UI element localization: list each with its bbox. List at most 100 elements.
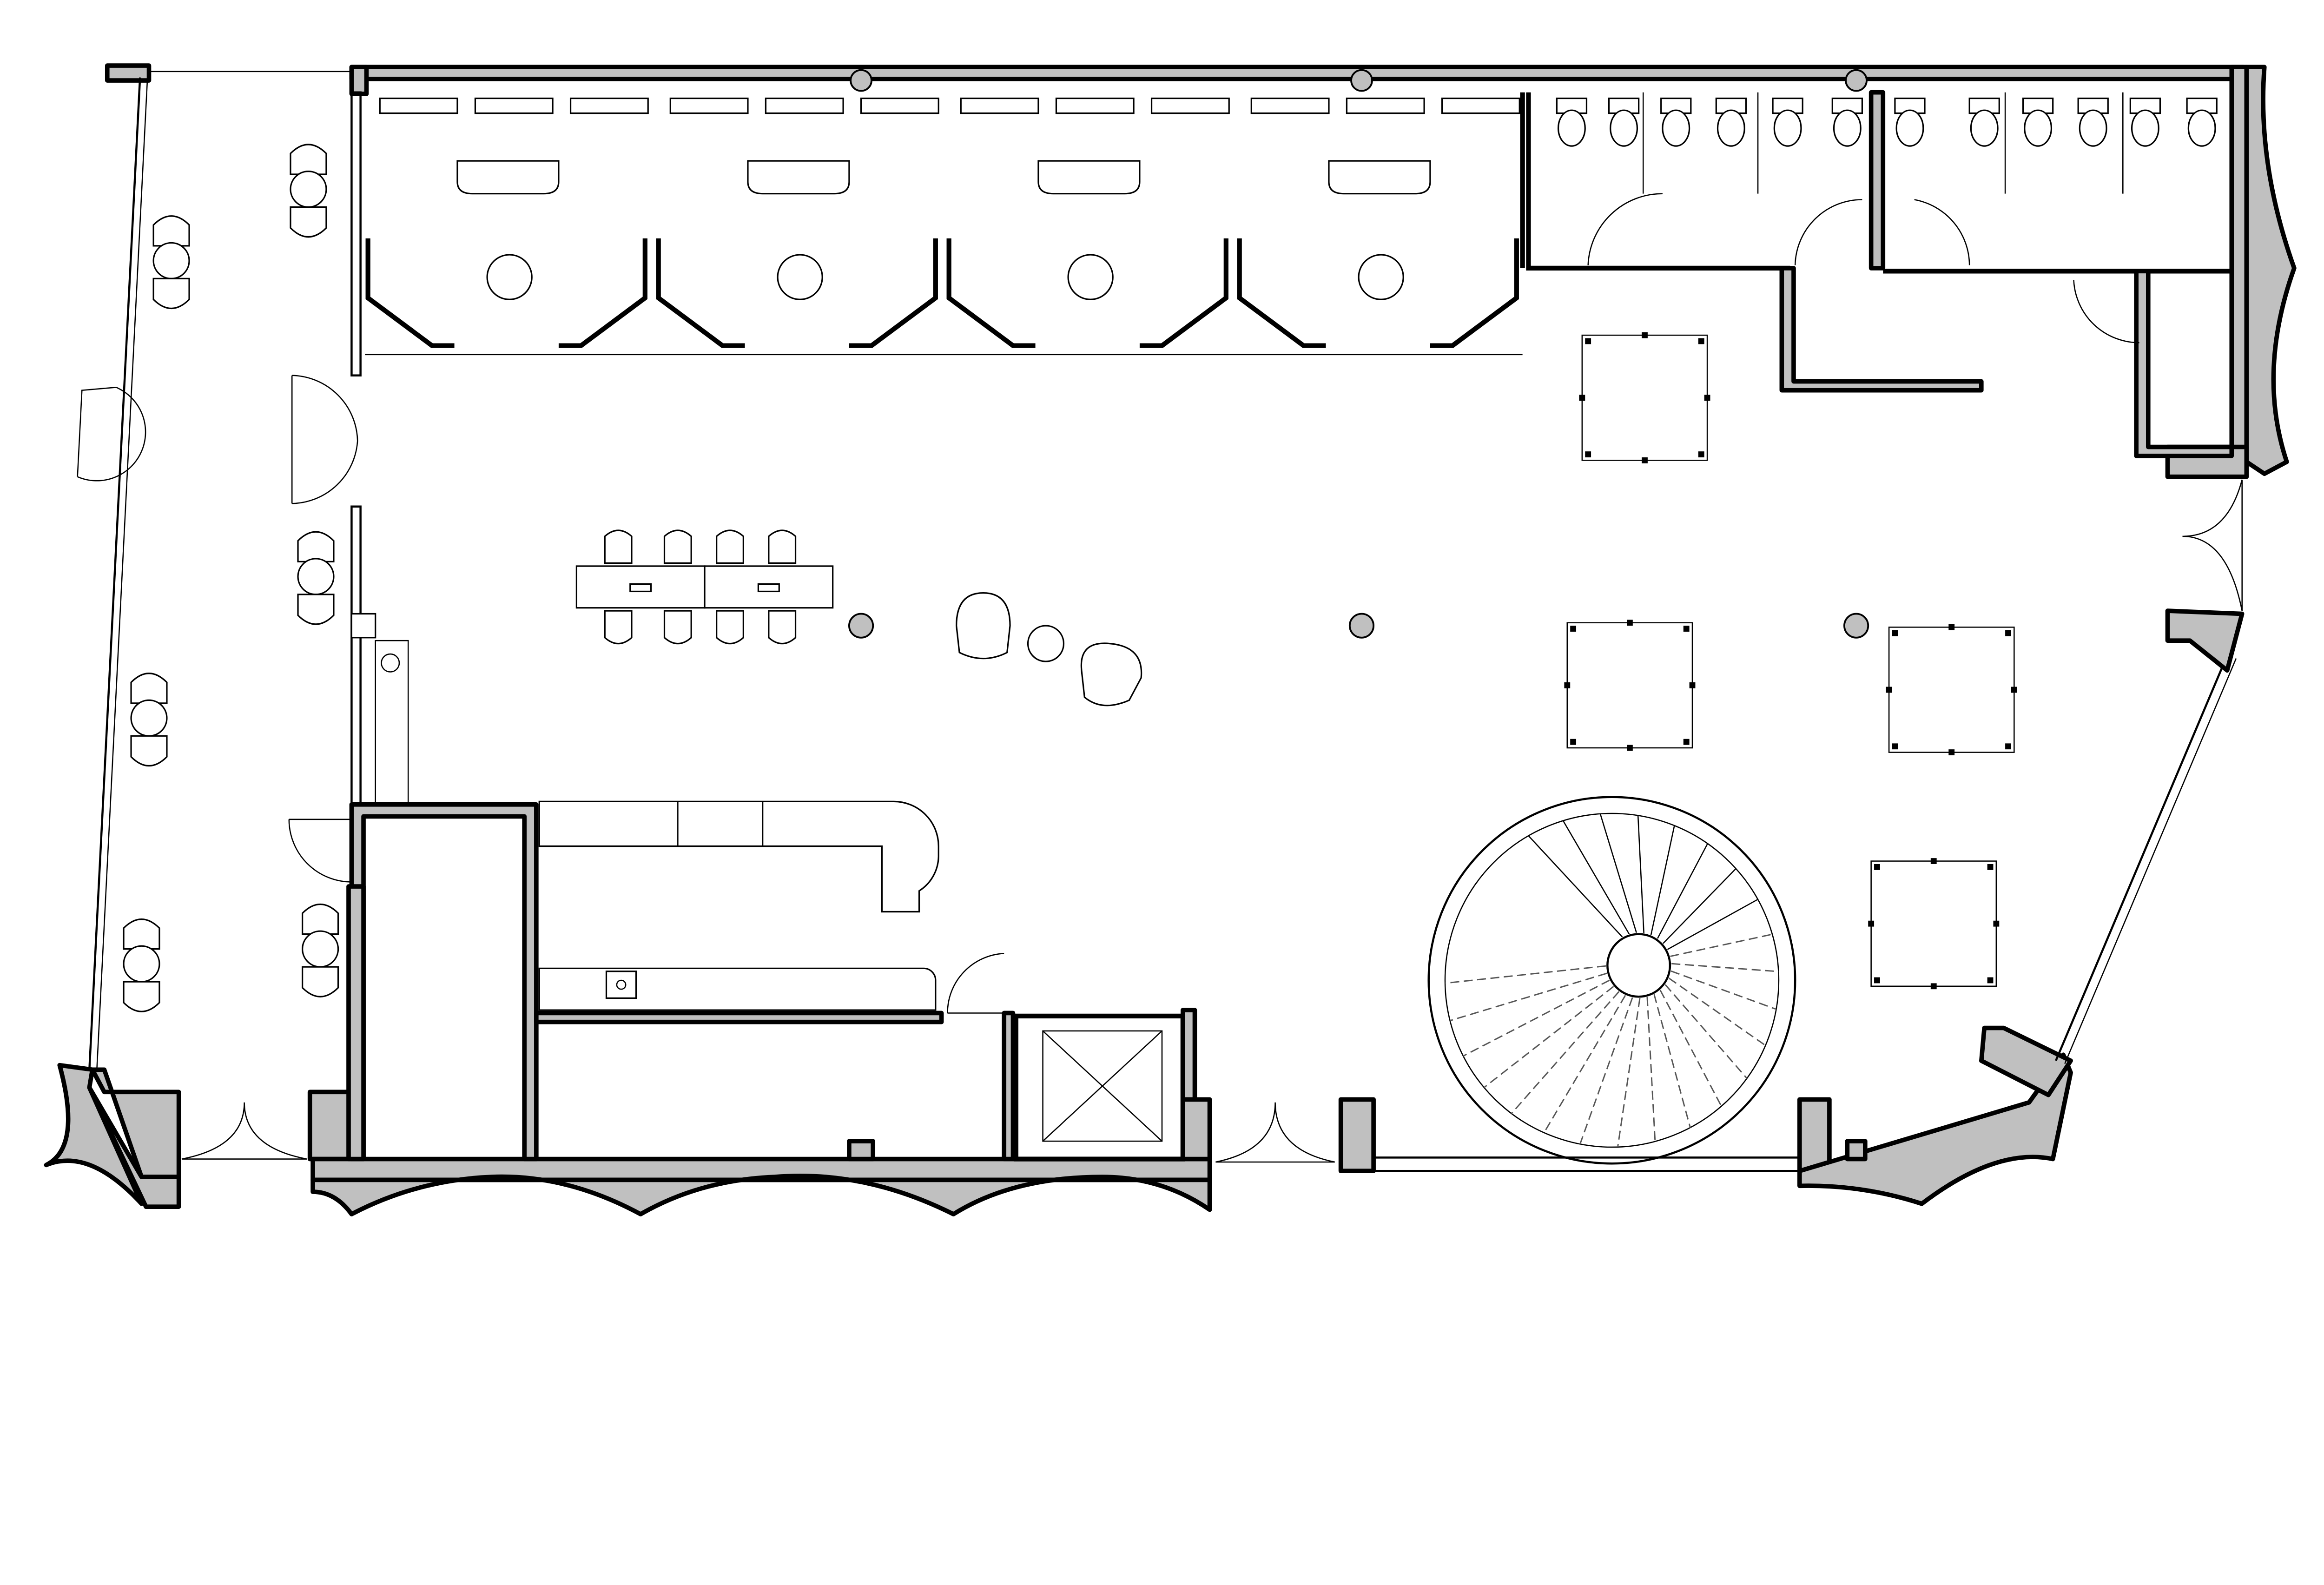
square-table [1579, 332, 1710, 463]
double-door-left[interactable] [291, 375, 358, 504]
round-table [1358, 254, 1404, 300]
left-partition [288, 91, 409, 883]
chair [716, 610, 744, 645]
bottom-right-facade [1338, 1025, 2073, 1206]
sink-icon [605, 971, 637, 999]
meeting-room [946, 97, 1230, 348]
table-leg [1570, 626, 1577, 632]
table-leg [1585, 451, 1591, 457]
double-door-right[interactable] [2182, 479, 2243, 611]
desk [960, 97, 1039, 114]
square-table [1886, 624, 2017, 755]
toilet-fixture [1608, 97, 1640, 147]
toilet-fixture [1831, 97, 1863, 147]
chair [123, 918, 160, 950]
kitchen-counter [538, 800, 1004, 1014]
stair-tread [1617, 998, 1641, 1147]
double-door-bottom[interactable] [1215, 1102, 1335, 1163]
table-leg [1874, 864, 1880, 870]
seating-group [297, 531, 335, 625]
room-wall [1237, 238, 1326, 348]
table-leg [1987, 977, 1994, 984]
credenza [1037, 160, 1141, 195]
toilet-fixture [1715, 97, 1747, 147]
toilet-bowl [1833, 109, 1862, 147]
toilet-fixture [1660, 97, 1692, 147]
spiral-staircase [1427, 796, 1796, 1165]
stair-tread [1671, 963, 1779, 972]
desk [1055, 97, 1135, 114]
chair [604, 610, 633, 645]
table-leg [1642, 457, 1648, 463]
chair [768, 610, 797, 645]
toilet-fixture [2022, 97, 2054, 147]
desk [474, 97, 554, 114]
column [1843, 613, 1869, 639]
table-leg [1886, 687, 1892, 693]
table-leg [1579, 395, 1585, 401]
table-leg [1987, 864, 1994, 870]
column [1350, 69, 1373, 92]
toilet-fixture [1968, 97, 2000, 147]
table-top [1566, 622, 1693, 749]
lounge-chair [1080, 642, 1142, 707]
square-table [1868, 858, 2000, 990]
toilet-block [1526, 90, 2234, 458]
room-wall [1430, 238, 1519, 348]
table-leg [1689, 682, 1696, 688]
table-leg [1868, 920, 1875, 927]
toilet-bowl [1610, 109, 1638, 147]
stair-tread [1599, 813, 1637, 933]
chair [716, 529, 744, 564]
side-table [152, 242, 190, 279]
side-table [123, 945, 160, 983]
round-table [777, 254, 823, 300]
stair-tread [1657, 843, 1708, 939]
stair-tread [1667, 898, 1758, 950]
stair-tread [1484, 986, 1614, 1088]
toilet-fixture [2186, 97, 2218, 147]
door-swing[interactable] [288, 819, 352, 883]
chair [123, 981, 160, 1012]
chair [130, 673, 168, 704]
chair [297, 594, 335, 625]
left-glazing [77, 71, 352, 1070]
top-facade-wall [105, 63, 2246, 96]
side-table [130, 699, 168, 737]
round-table [486, 254, 533, 300]
table-leg [1698, 338, 1704, 344]
square-table [1564, 620, 1696, 751]
bottom-left-pier [44, 1063, 354, 1209]
stair-tread [1670, 933, 1773, 957]
door-swing[interactable] [77, 387, 146, 482]
table-leg [1585, 338, 1591, 344]
table-leg [1626, 745, 1633, 751]
desk [669, 97, 749, 114]
meeting-rooms [365, 92, 1525, 356]
seating-group [302, 903, 339, 997]
service-core [346, 802, 1016, 1162]
columns [848, 613, 1869, 639]
room-wall [849, 238, 938, 348]
table-leg [1948, 624, 1955, 630]
toilet-fixture [1556, 97, 1588, 147]
lounge-chair [956, 592, 1011, 660]
table-leg [1642, 332, 1648, 338]
desk [765, 97, 844, 114]
double-door-bottom-left[interactable] [181, 1102, 307, 1160]
table-top [1581, 334, 1708, 461]
toilet-bowl [2187, 109, 2216, 147]
side-table [297, 558, 335, 595]
door-swing[interactable] [947, 952, 1004, 1014]
chair [290, 206, 327, 238]
chair [663, 610, 692, 645]
table-leg [1892, 743, 1898, 750]
door-swing[interactable] [1587, 193, 2139, 343]
toilet-bowl [1970, 109, 1999, 147]
table-leg [1993, 920, 2000, 927]
table-leg [1564, 682, 1571, 688]
chair [768, 529, 797, 564]
desk [1346, 97, 1425, 114]
room-wall [1139, 238, 1228, 348]
room-wall [946, 238, 1036, 348]
